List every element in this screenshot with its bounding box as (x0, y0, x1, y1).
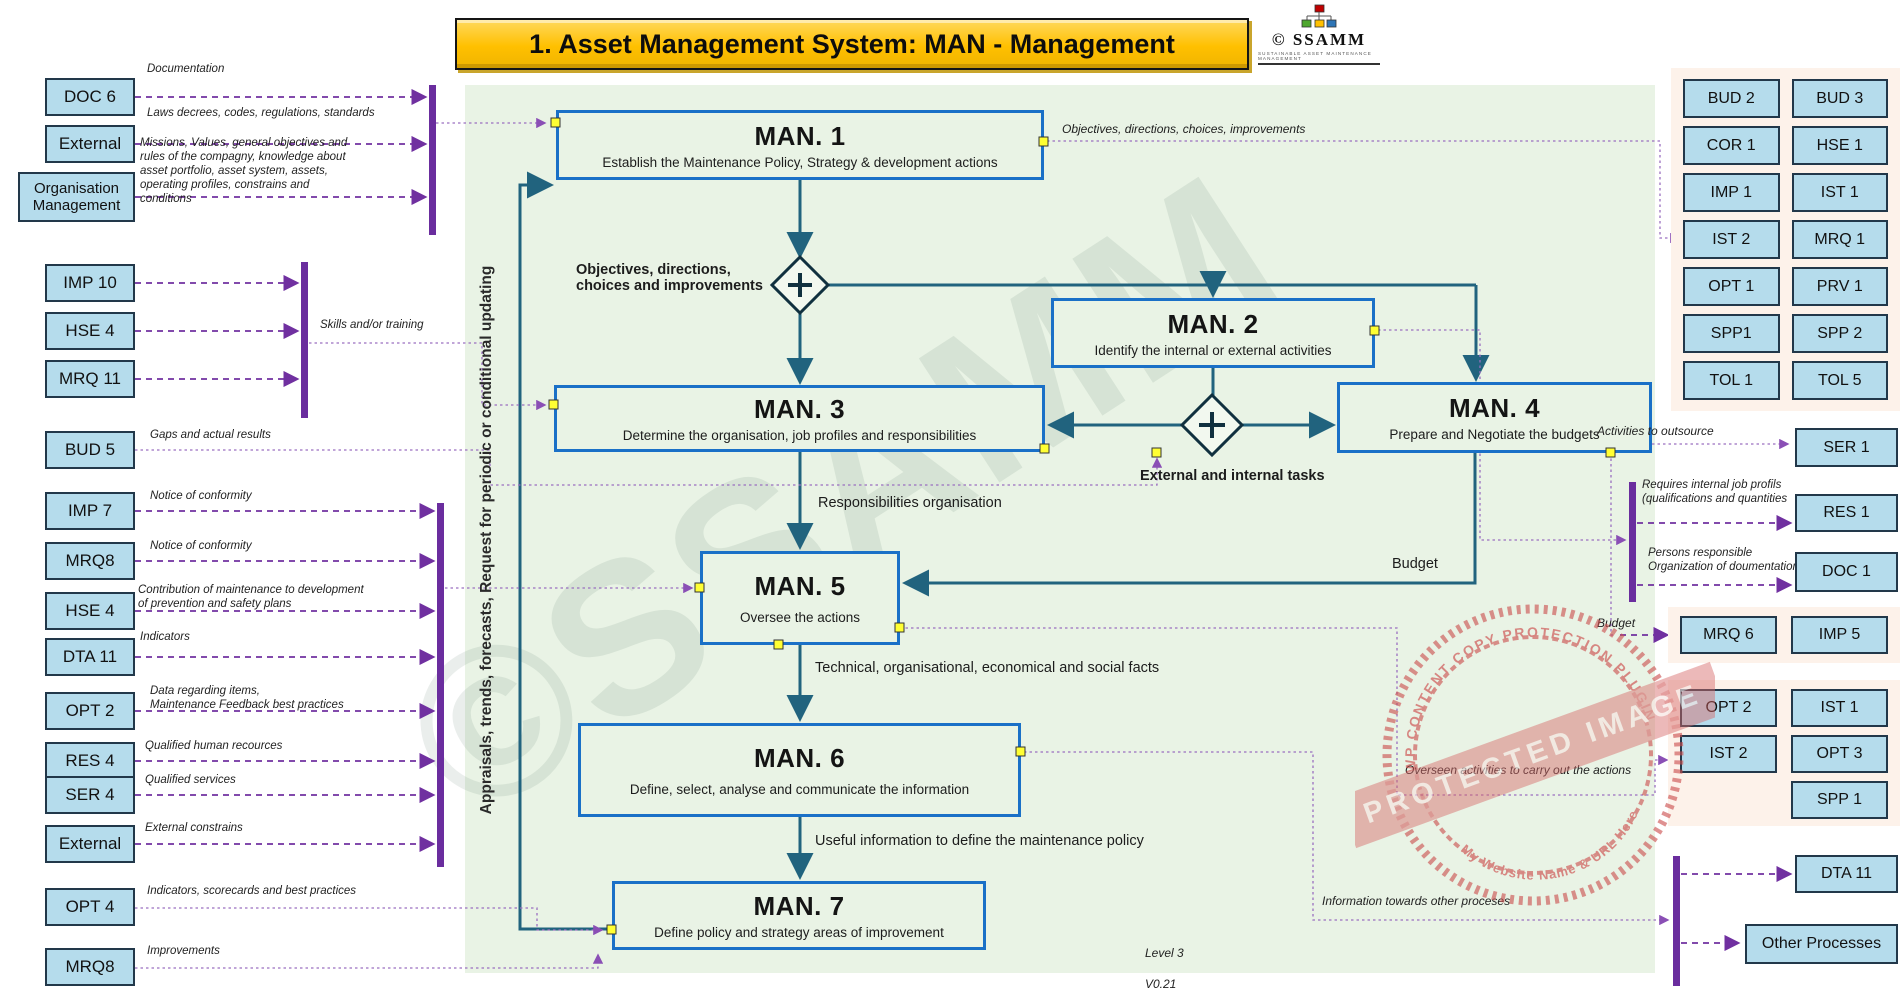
input-box-imp10: IMP 10 (45, 264, 135, 302)
output-box-mrq1: MRQ 1 (1791, 220, 1888, 259)
input-box-opt4: OPT 4 (45, 888, 135, 926)
output-box-prv1: PRV 1 (1791, 267, 1888, 306)
output-box-imp5: IMP 5 (1791, 616, 1888, 654)
output-box-ist2b: IST 2 (1680, 735, 1777, 773)
process-man7: MAN. 7 Define policy and strategy areas … (612, 881, 986, 950)
input-box-mrq8a: MRQ8 (45, 542, 135, 580)
output-box-ist1: IST 1 (1791, 173, 1888, 212)
input-box-dta11: DTA 11 (45, 638, 135, 676)
output-box-bud3: BUD 3 (1791, 79, 1888, 118)
input-box-external2: External (45, 825, 135, 863)
output-box-spp1: SPP1 (1683, 314, 1780, 353)
output-box-cor1: COR 1 (1683, 126, 1780, 165)
note-services: Qualified services (145, 774, 236, 786)
input-box-bud5: BUD 5 (45, 431, 135, 469)
note-indicators: Indicators (140, 631, 190, 643)
output-box-bud2: BUD 2 (1683, 79, 1780, 118)
input-box-res4: RES 4 (45, 742, 135, 780)
input-box-hse4a: HSE 4 (45, 312, 135, 350)
label-budget-line: Budget (1392, 556, 1438, 572)
label-responsibilities: Responsibilities organisation (818, 495, 1002, 511)
logo-structure-icon (1301, 4, 1337, 28)
label-requires-profiles: Requires internal job profils (qualifica… (1642, 479, 1788, 506)
input-box-external1: External (45, 125, 135, 163)
label-gateway1: Objectives, directions, choices and impr… (576, 262, 763, 294)
note-contribution: Contribution of maintenance to developme… (138, 584, 364, 611)
note-laws: Laws decrees, codes, regulations, standa… (147, 107, 375, 119)
brand-logo: © SSAMM SUSTAINABLE ASSET MAINTENANCE MA… (1258, 4, 1380, 65)
output-panel-top: BUD 2 BUD 3 COR 1 HSE 1 IMP 1 IST 1 IST … (1671, 68, 1900, 411)
output-box-mrq6: MRQ 6 (1680, 616, 1777, 654)
output-box-hse1: HSE 1 (1791, 126, 1888, 165)
process-man1: MAN. 1 Establish the Maintenance Policy,… (556, 110, 1044, 180)
level-label: Level 3 (1145, 945, 1184, 960)
input-box-ser4: SER 4 (45, 776, 135, 814)
note-improvements: Improvements (147, 945, 220, 957)
output-panel-actions: OPT 2 IST 1 IST 2 OPT 3 SPP 1 (1668, 680, 1900, 826)
input-box-opt2: OPT 2 (45, 692, 135, 730)
svg-text:My Website Name & URL Here: My Website Name & URL Here (1456, 805, 1651, 900)
process-man6: MAN. 6 Define, select, analyse and commu… (578, 723, 1021, 817)
input-box-hse4b: HSE 4 (45, 592, 135, 630)
label-gateway2: External and internal tasks (1140, 468, 1325, 484)
version-note: Level 3 V0.21 (1145, 930, 1184, 992)
version-label: V0.21 (1145, 976, 1177, 991)
process-man2: MAN. 2 Identify the internal or external… (1051, 298, 1375, 368)
logo-tagline: SUSTAINABLE ASSET MAINTENANCE MANAGEMENT (1258, 51, 1380, 65)
label-technical-facts: Technical, organisational, economical an… (815, 660, 1160, 676)
output-box-tol1: TOL 1 (1683, 361, 1780, 400)
output-box-ist1b: IST 1 (1791, 689, 1888, 727)
output-box-opt1: OPT 1 (1683, 267, 1780, 306)
note-human-resources: Qualified human recources (145, 740, 283, 752)
stamp-bottom-text: My Website Name & URL Here (1456, 805, 1651, 900)
output-box-res1: RES 1 (1795, 494, 1898, 532)
input-box-doc6: DOC 6 (45, 78, 135, 116)
input-box-organisation-management: Organisation Management (18, 172, 135, 222)
output-box-dta11: DTA 11 (1795, 855, 1898, 893)
output-box-imp1: IMP 1 (1683, 173, 1780, 212)
page-title: 1. Asset Management System: MAN - Manage… (529, 28, 1175, 59)
input-box-mrq8b: MRQ8 (45, 948, 135, 986)
output-box-doc1: DOC 1 (1795, 552, 1898, 592)
note-documentation: Documentation (147, 63, 225, 75)
note-conformity1: Notice of conformity (150, 490, 252, 502)
note-external-constrains: External constrains (145, 822, 243, 834)
output-box-ser1: SER 1 (1795, 428, 1898, 467)
label-useful-information: Useful information to define the mainten… (815, 833, 1144, 849)
input-box-mrq11: MRQ 11 (45, 360, 135, 398)
output-box-opt2b: OPT 2 (1680, 689, 1777, 727)
output-box-spp1b: SPP 1 (1791, 781, 1888, 819)
label-persons-responsible: Persons responsible Organization of doum… (1648, 547, 1799, 574)
output-panel-budget: MRQ 6 IMP 5 (1668, 607, 1900, 663)
label-man1-output: Objectives, directions, choices, improve… (1062, 122, 1306, 136)
output-box-other-processes: Other Processes (1745, 924, 1898, 964)
process-man5: MAN. 5 Oversee the actions (700, 551, 900, 645)
note-scorecards: Indicators, scorecards and best practice… (147, 885, 357, 897)
output-box-spp2: SPP 2 (1791, 314, 1888, 353)
protection-stamp: WP CONTENT COPY PROTECTION PLUGIN My Web… (1355, 600, 1715, 906)
output-box-opt3: OPT 3 (1791, 735, 1888, 773)
note-data-items: Data regarding items, Maintenance Feedba… (150, 685, 344, 712)
note-missions: Missions, Values, general objectives and… (140, 137, 348, 206)
process-man4: MAN. 4 Prepare and Negotiate the budgets (1337, 382, 1652, 453)
input-box-imp7: IMP 7 (45, 492, 135, 530)
note-conformity2: Notice of conformity (150, 540, 252, 552)
note-gaps: Gaps and actual results (150, 429, 271, 441)
title-banner: 1. Asset Management System: MAN - Manage… (455, 18, 1249, 70)
output-box-ist2: IST 2 (1683, 220, 1780, 259)
periodic-updating-label: Appraisals, trends, forecasts, Request f… (478, 265, 495, 815)
stamp-outer-ring (1382, 604, 1684, 906)
label-activities-outsource: Activities to outsource (1597, 424, 1714, 438)
note-skills: Skills and/or training (320, 319, 424, 331)
logo-text: © SSAMM (1271, 30, 1367, 49)
process-man3: MAN. 3 Determine the organisation, job p… (554, 385, 1045, 452)
output-box-tol5: TOL 5 (1791, 361, 1888, 400)
